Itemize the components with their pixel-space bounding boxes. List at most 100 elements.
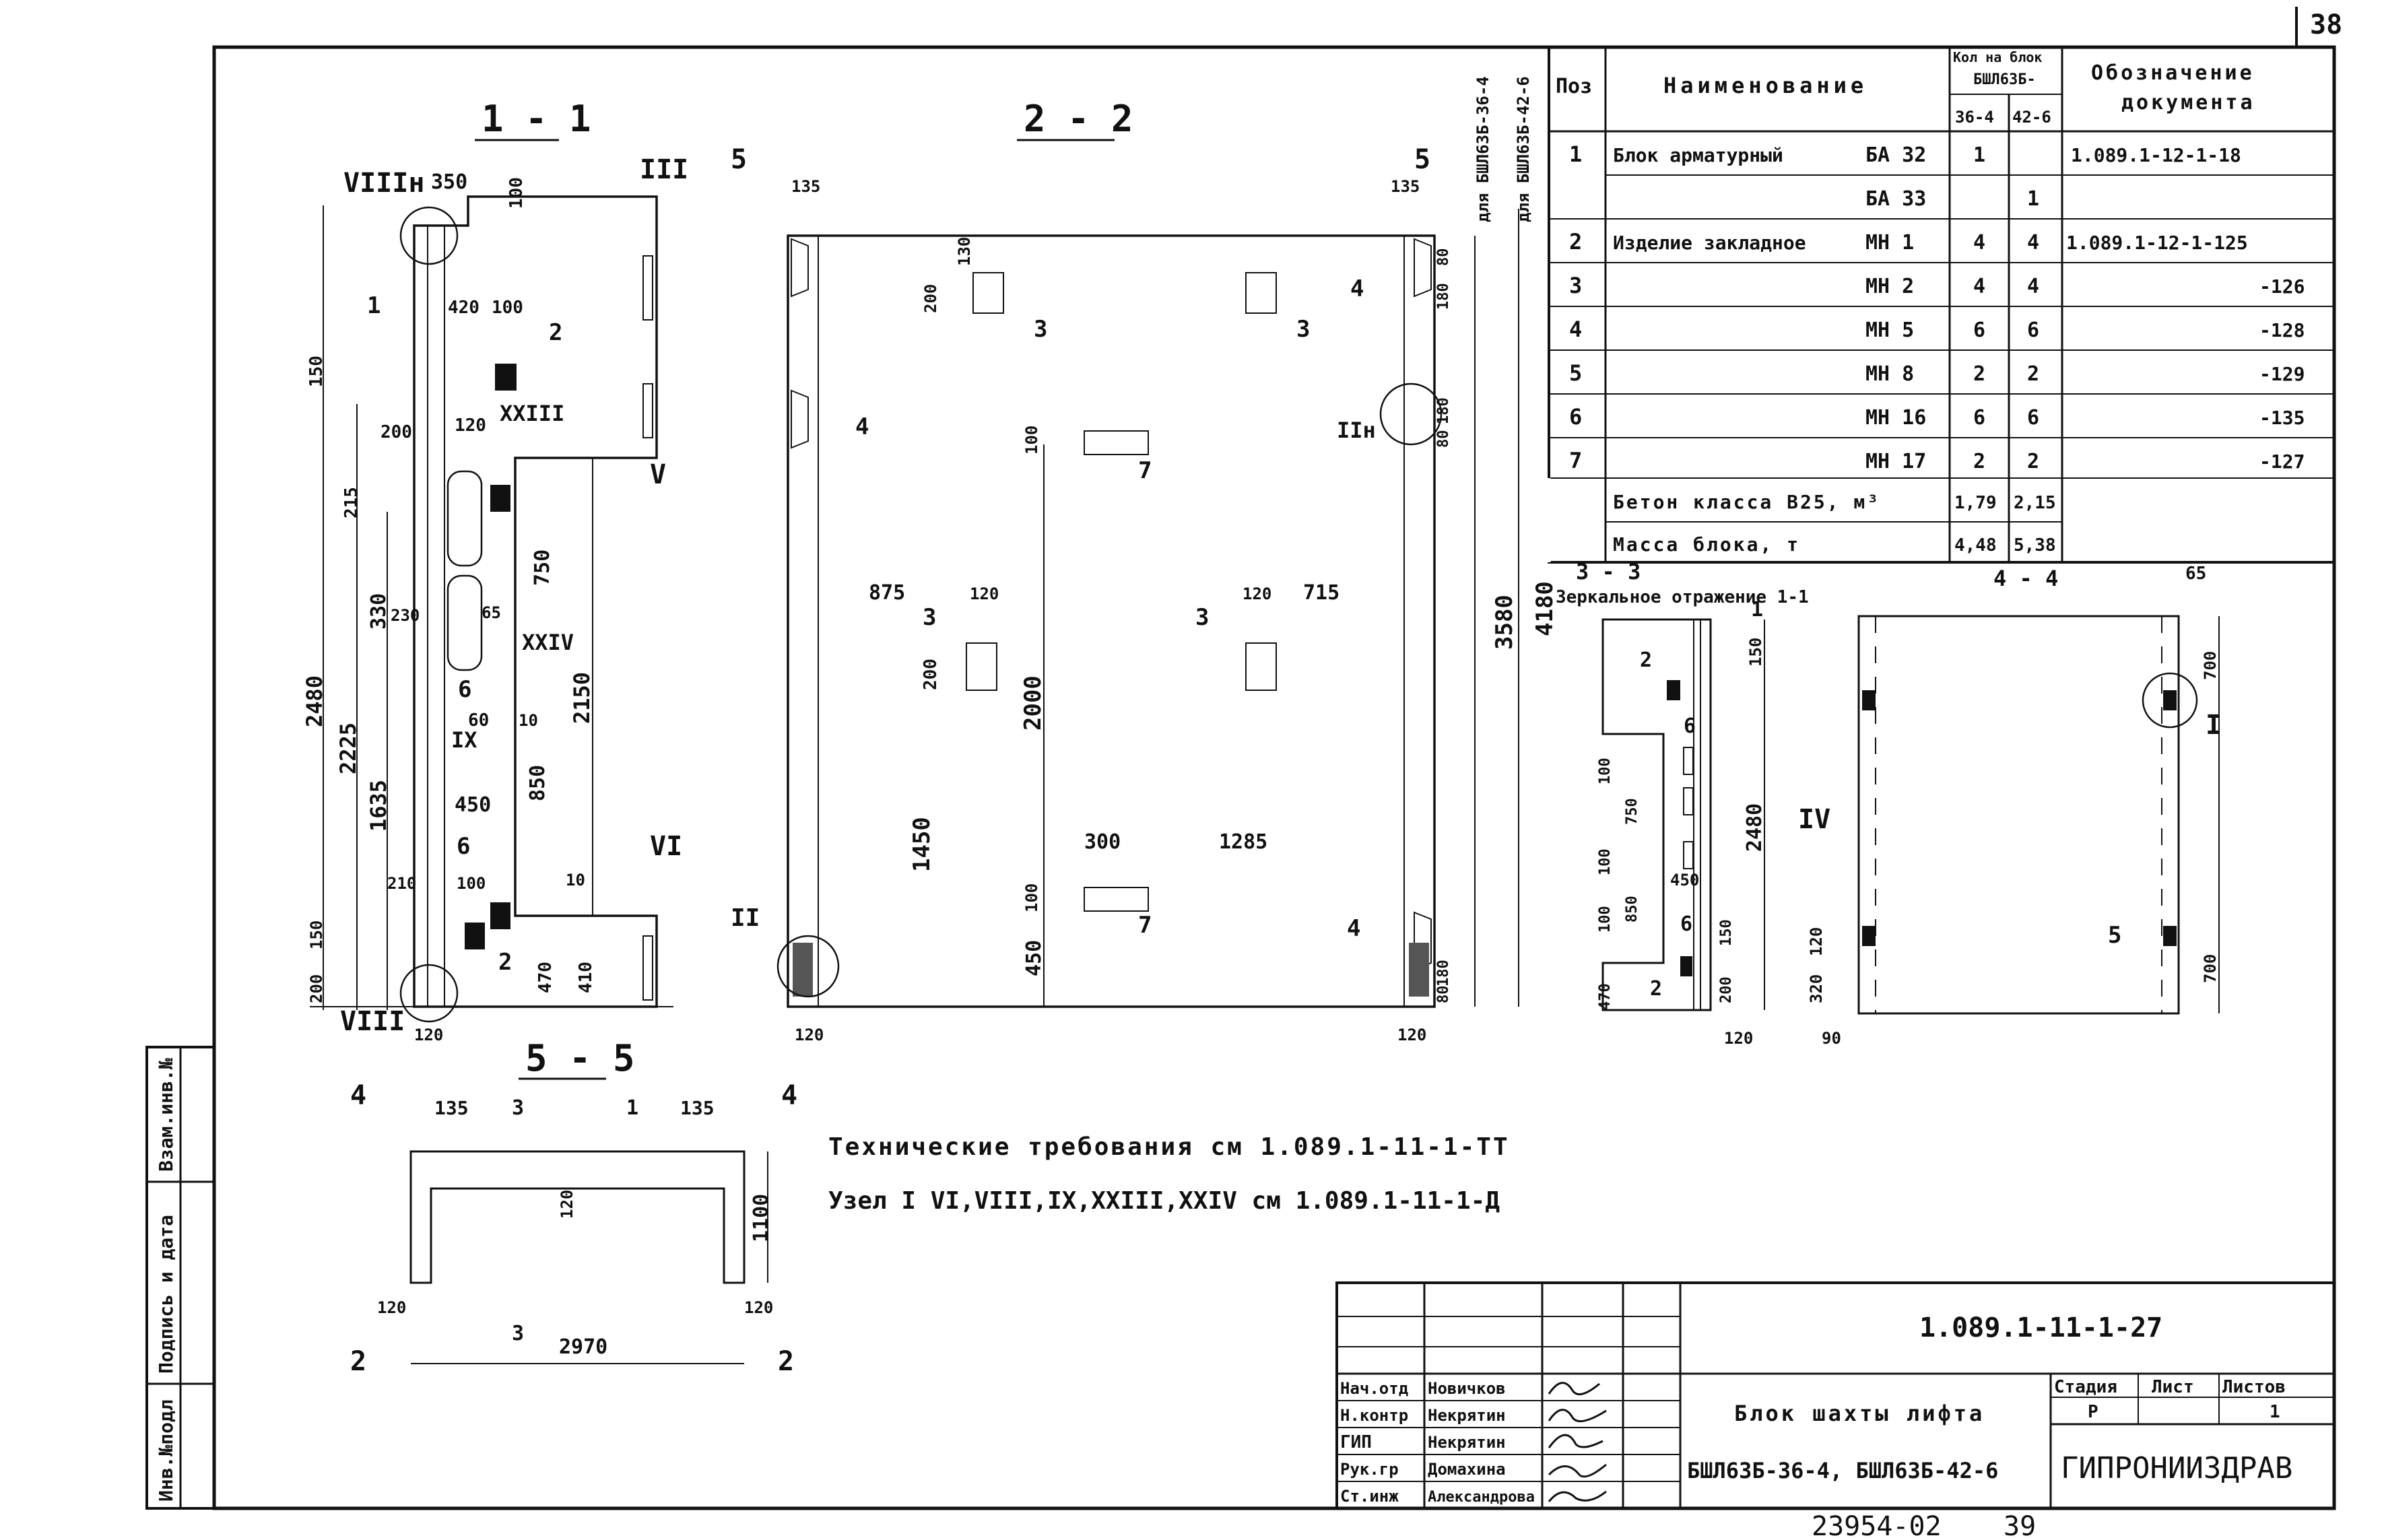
callout-2: 2 [549,319,562,346]
table-row: 2 Изделие закладное МН 1 4 4 1.089.1-12-… [1569,229,2248,255]
table-row-concrete: Бетон класса В25, м³ 1,79 2,15 [1613,491,2056,513]
dim-100-top: 100 [506,177,527,209]
roman-XXIV: XXIV [522,630,574,655]
dim-65: 65 [2185,564,2206,584]
table-row: 4 МН 5 6 6 -128 [1569,316,2305,342]
note-nodes: Узел I VI,VIII,IX,XXIII,XXIV см 1.089.1-… [828,1187,1500,1215]
svg-text:Масса блока, т: Масса блока, т [1613,533,1800,556]
svg-text:1.089.1-12-1-18: 1.089.1-12-1-18 [2071,144,2241,166]
role-2: ГИП [1340,1432,1372,1452]
stage-label: Стадия [2054,1377,2117,1397]
doc-code: 1.089.1-11-1-27 [1919,1312,2162,1343]
cut-mark-2-left: 2 [350,1346,366,1377]
svg-text:5,38: 5,38 [2014,535,2056,556]
side-label-b: для БШЛ63Б-42-6 [1514,76,1533,222]
dim-100: 100 [492,298,523,318]
section-3-3: 3 - 3 Зеркальное отражение 1-1 150 100 7… [1556,559,1830,1048]
dim-330: 330 [367,593,391,630]
svg-text:1: 1 [1973,143,1985,167]
dim-200-top: 200 [921,284,940,313]
cut-mark-5-right: 5 [1414,144,1430,175]
callout-3-a: 3 [1034,316,1047,343]
dim-1635: 1635 [366,780,391,832]
dim-100-b: 100 [1597,848,1614,875]
dim-100-a: 100 [1597,758,1614,784]
svg-text:-129: -129 [2259,363,2305,385]
dim-700-low: 700 [2201,954,2220,983]
svg-text:Блок арматурный: Блок арматурный [1613,144,1783,166]
callout-4-b: 4 [1350,275,1364,302]
callout-IIn: IIн [1337,417,1376,443]
stamp-title: Блок шахты лифта [1734,1401,1985,1426]
dim-700-top: 700 [2201,651,2220,680]
svg-text:БА 32: БА 32 [1865,143,1926,167]
dim-2970: 2970 [559,1335,607,1359]
callout-6-a: 6 [1684,714,1696,738]
svg-text:-128: -128 [2259,319,2305,341]
sheets-value: 1 [2270,1402,2280,1422]
dim-100-low: 100 [1022,883,1041,912]
section-5-5: 5 - 5 4 4 2 2 135 3 1 135 120 1100 120 3… [350,1037,797,1377]
callout-I: I [2206,710,2222,741]
dim-120-bottom: 120 [1397,1026,1426,1044]
dim-320: 320 [1807,974,1826,1003]
section-4-4: 4 - 4 65 700 700 320 120 90 I 5 [1807,564,2222,1048]
drawing-frame: 38 [212,7,2342,1510]
roman-IX: IX [451,727,477,753]
dim-120: 120 [1807,927,1826,956]
roman-XXIII: XXIII [500,401,564,426]
dim-3580: 3580 [1491,595,1518,650]
svg-text:-127: -127 [2259,450,2305,473]
table-row: 3 МН 2 4 4 -126 [1569,273,2305,298]
dim-135-right: 135 [1391,177,1420,196]
svg-text:2: 2 [1973,362,1985,386]
side-strip: Инв.№подл Подпись и дата Взам.инв.№ [145,1046,216,1510]
svg-text:7: 7 [1569,448,1582,473]
dim-150-low: 150 [1718,919,1735,946]
svg-text:6: 6 [2027,406,2039,430]
cut-mark-5-left: 5 [731,144,747,175]
strip-replace-label: Взам.инв.№ [155,1058,177,1172]
cut-mark-4-left: 4 [350,1080,366,1111]
dim-60: 60 [468,710,489,731]
svg-text:Бетон класса В25, м³: Бетон класса В25, м³ [1613,491,1880,513]
dim-120-mid: 120 [970,584,999,603]
dim-230: 230 [391,606,420,625]
dim-90: 90 [1822,1029,1841,1048]
callout-7-a: 7 [1138,457,1152,484]
dim-420: 420 [448,298,479,318]
dim-200-mid: 200 [921,659,941,690]
roman-V: V [650,459,666,490]
header-doc-2: документа [2121,91,2255,114]
svg-text:1,79: 1,79 [1954,493,1997,513]
dim-350: 350 [431,170,467,194]
signature-marks [1548,1382,1607,1502]
sheet-number: 38 [2310,9,2342,40]
svg-text:1.089.1-12-1-125: 1.089.1-12-1-125 [2066,232,2248,254]
svg-text:4: 4 [1973,231,1985,255]
svg-text:2,15: 2,15 [2014,493,2056,513]
side-label-a: для БШЛ63Б-36-4 [1474,76,1492,222]
strip-inv-label: Инв.№подл [155,1399,177,1502]
header-qty: Кол на блок [1953,49,2042,65]
dim-410: 410 [576,962,596,993]
dim-715: 715 [1303,581,1339,605]
dim-450: 450 [1022,940,1046,976]
person-2: Некрятин [1428,1433,1506,1452]
dim-1100: 1100 [750,1194,773,1242]
dim-2000: 2000 [1020,675,1047,731]
svg-text:4: 4 [2027,275,2039,298]
dim-1285: 1285 [1219,830,1267,854]
svg-text:БА 33: БА 33 [1865,187,1926,211]
svg-text:4: 4 [1973,275,1985,298]
dim-180-mid: 180 [1435,397,1452,424]
section-1-1: 1 - 1 VIIIн III XXIII XXIV IX V VI VIII … [302,98,688,1044]
archive-number: 23954-02 [1812,1511,1942,1540]
svg-text:6: 6 [1973,406,1985,430]
table-row: БА 33 1 [1865,187,2039,211]
callout-3-b: 3 [923,604,936,631]
header-name: Наименование [1663,73,1867,98]
person-1: Некрятин [1428,1406,1506,1425]
dim-80-mid: 80 [1435,430,1452,448]
svg-text:6: 6 [1569,404,1582,430]
